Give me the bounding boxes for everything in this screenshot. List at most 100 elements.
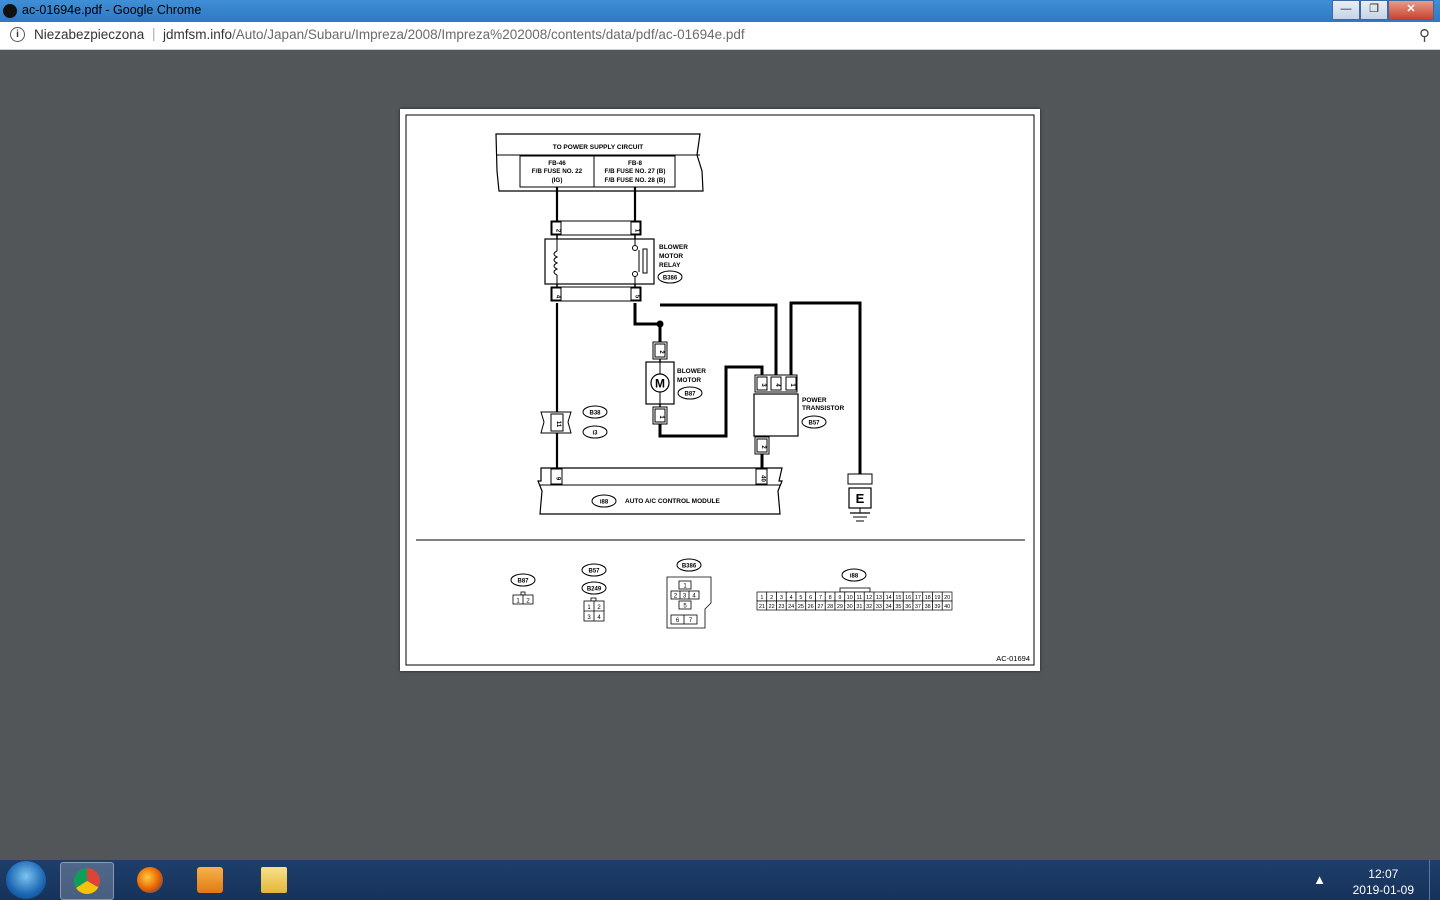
minimize-button[interactable]: — xyxy=(1332,0,1360,20)
url-path: /Auto/Japan/Subaru/Impreza/2008/Impreza%… xyxy=(232,27,745,42)
firefox-icon xyxy=(137,867,163,893)
i88-pin-label: 11 xyxy=(857,595,863,601)
view-b57-pin2: 2 xyxy=(597,605,601,611)
close-button[interactable]: ✕ xyxy=(1388,0,1434,20)
window-controls: — ❐ ✕ xyxy=(1332,0,1434,20)
taskbar-media-player[interactable] xyxy=(184,862,236,898)
clock-time: 12:07 xyxy=(1368,867,1399,881)
view-b249-id: B249 xyxy=(587,587,602,593)
pin-relay-bot-left: 4 xyxy=(555,295,561,299)
info-icon[interactable]: i xyxy=(10,27,25,42)
zoom-icon[interactable]: ⚲ xyxy=(1419,27,1430,44)
tray-icons[interactable]: ▲ xyxy=(1313,872,1336,887)
power-supply-box xyxy=(495,133,704,192)
security-status[interactable]: Niezabezpieczona xyxy=(34,27,145,42)
media-player-icon xyxy=(197,867,223,893)
i88-pin-label: 24 xyxy=(788,604,794,610)
junction-connector-b38: B38 xyxy=(589,411,601,417)
address-bar[interactable]: i Niezabezpieczona | jdmfsm.info/Auto/Ja… xyxy=(0,22,1440,50)
pin-pt-bot: 2 xyxy=(760,445,766,449)
i88-pin-label: 3 xyxy=(780,595,783,601)
control-module xyxy=(537,467,783,515)
relay-label-3: RELAY xyxy=(659,262,681,269)
view-b386-pin7: 7 xyxy=(689,618,693,624)
view-b57-pin3: 3 xyxy=(587,615,591,621)
module-connector-id: i88 xyxy=(600,500,609,506)
ground-label: E xyxy=(856,491,865,506)
i88-pin-label: 38 xyxy=(925,604,931,610)
url-domain: jdmfsm.info xyxy=(163,27,233,42)
fuse-left-1: FB-46 xyxy=(548,160,566,167)
taskbar-chrome[interactable] xyxy=(60,862,114,900)
view-b57-id: B57 xyxy=(588,569,600,575)
pin-relay-top-right: 1 xyxy=(634,229,640,233)
i88-pin-label: 18 xyxy=(925,595,931,601)
i88-pin-label: 22 xyxy=(769,604,775,610)
transistor-label-1: POWER xyxy=(802,397,827,404)
i88-pin-label: 23 xyxy=(778,604,784,610)
view-b87-id: B87 xyxy=(517,579,529,585)
maximize-button[interactable]: ❐ xyxy=(1360,0,1388,20)
taskbar-firefox[interactable] xyxy=(124,862,176,898)
view-b386-pin3: 3 xyxy=(683,594,687,600)
i88-pin-label: 36 xyxy=(905,604,911,610)
relay-label-1: BLOWER xyxy=(659,244,688,251)
i88-pin-label: 33 xyxy=(876,604,882,610)
relay-connector-id: B386 xyxy=(663,276,678,282)
pdf-page: TO POWER SUPPLY CIRCUIT FB-46 F/B FUSE N… xyxy=(400,109,1040,671)
view-b57-pin4: 4 xyxy=(597,615,601,621)
window-titlebar: ac-01694e.pdf - Google Chrome — ❐ ✕ xyxy=(0,0,1440,22)
i88-pin-label: 28 xyxy=(827,604,833,610)
view-b386-pin4: 4 xyxy=(692,594,696,600)
motor-label-1: BLOWER xyxy=(677,368,706,375)
power-supply-label: TO POWER SUPPLY CIRCUIT xyxy=(553,144,644,151)
i88-pin-label: 15 xyxy=(895,595,901,601)
relay-coil xyxy=(553,250,559,276)
view-b386-pin5: 5 xyxy=(683,604,687,610)
view-b386-pin2: 2 xyxy=(674,594,678,600)
i88-pin-label: 40 xyxy=(944,604,950,610)
i88-pin-label: 27 xyxy=(817,604,823,610)
pin-pt-a: 3 xyxy=(760,383,766,387)
i88-pin-label: 1 xyxy=(760,595,763,601)
i88-pin-label: 34 xyxy=(886,604,892,610)
i88-pin-label: 5 xyxy=(799,595,802,601)
i88-pin-label: 2 xyxy=(770,595,773,601)
view-b386-pin1: 1 xyxy=(683,584,687,590)
view-b57-pin1: 1 xyxy=(587,605,591,611)
clock[interactable]: 12:07 2019-01-09 xyxy=(1353,866,1414,898)
tray-expand-icon[interactable]: ▲ xyxy=(1313,872,1336,887)
i88-pin-label: 7 xyxy=(819,595,822,601)
i88-pin-label: 10 xyxy=(847,595,853,601)
i88-pin-label: 16 xyxy=(905,595,911,601)
fuse-right-2: F/B FUSE NO. 27 (B) xyxy=(605,168,666,175)
start-button[interactable] xyxy=(6,861,46,899)
pin-pt-c: 1 xyxy=(789,383,795,387)
i88-pin-label: 13 xyxy=(876,595,882,601)
clock-date: 2019-01-09 xyxy=(1352,883,1414,897)
i88-pin-label: 8 xyxy=(829,595,832,601)
pin-motor-top: 2 xyxy=(658,350,664,354)
i88-pin-label: 6 xyxy=(809,595,812,601)
pin-module-right: 40 xyxy=(760,475,766,482)
fuse-left-3: (IG) xyxy=(552,177,563,184)
module-label: AUTO A/C CONTROL MODULE xyxy=(625,498,721,505)
pin-pt-b: 4 xyxy=(774,383,780,387)
relay-label-2: MOTOR xyxy=(659,253,683,260)
show-desktop-button[interactable] xyxy=(1429,860,1440,900)
i88-pin-label: 31 xyxy=(856,604,862,610)
transistor-connector-id: B57 xyxy=(808,421,820,427)
motor-symbol: M xyxy=(655,377,665,391)
view-b386-pin6: 6 xyxy=(676,618,680,624)
blower-motor-relay xyxy=(544,238,655,285)
diagram-frame xyxy=(405,114,1035,666)
pin-relay-bot-right: 5 xyxy=(634,295,640,299)
taskbar-explorer[interactable] xyxy=(248,862,300,898)
pin-motor-bot: 1 xyxy=(658,415,664,419)
window-title: ac-01694e.pdf - Google Chrome xyxy=(22,3,202,17)
chrome-app-icon xyxy=(3,4,17,18)
i88-pin-cell xyxy=(941,600,953,611)
i88-pin-label: 12 xyxy=(866,595,872,601)
url-text[interactable]: jdmfsm.info/Auto/Japan/Subaru/Impreza/20… xyxy=(163,27,745,42)
i88-pin-label: 32 xyxy=(866,604,872,610)
